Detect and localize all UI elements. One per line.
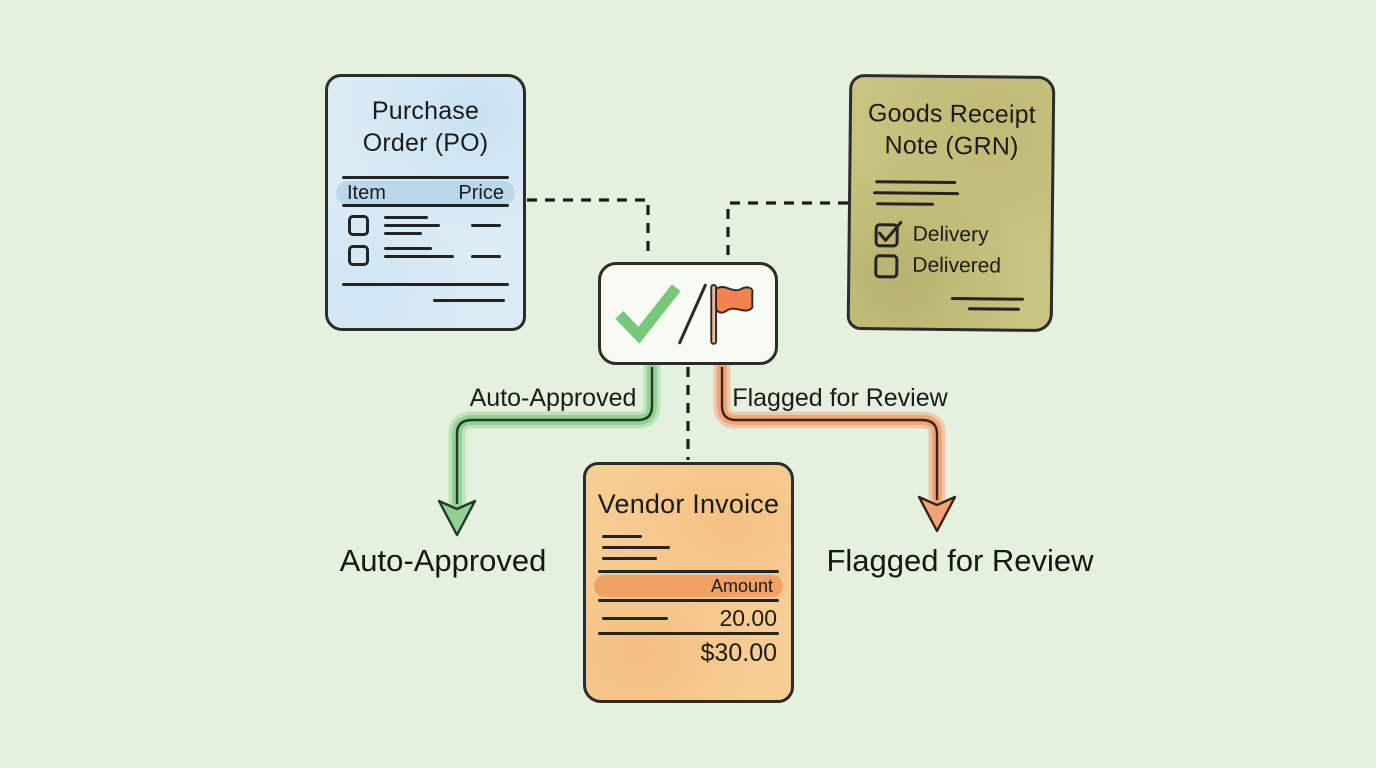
invoice-title: Vendor Invoice (597, 489, 780, 519)
empty-checkbox-icon (874, 254, 899, 279)
flag-icon (709, 283, 754, 345)
divider-line (342, 176, 509, 179)
po-row1-checkbox-icon (348, 215, 369, 236)
decision-box (598, 262, 778, 365)
approved-path-label: Auto-Approved (469, 384, 637, 412)
text-line (384, 224, 440, 227)
check-icon (614, 283, 681, 344)
text-line (602, 557, 657, 560)
text-line (873, 191, 960, 196)
po-to-decision-dashed-line (527, 198, 650, 259)
text-line (384, 255, 454, 258)
signature-line (950, 297, 1025, 301)
grn-to-decision-dashed-line (726, 201, 848, 259)
po-table-header: Item Price (336, 181, 515, 205)
divider-line (598, 570, 779, 573)
flagged-outcome-label: Flagged for Review (826, 543, 1094, 578)
signature-line (967, 307, 1020, 311)
flagged-path-label: Flagged for Review (732, 384, 948, 412)
approved-arrowhead-icon (437, 499, 477, 537)
amount-header-label: Amount (710, 575, 773, 596)
checked-checkbox-icon (874, 220, 903, 248)
invoice-amount-header: Amount (594, 575, 783, 597)
invoice-line-amount: 20.00 (719, 605, 777, 631)
divider-line (598, 632, 779, 635)
goods-receipt-note-card: Goods Receipt Note (GRN) Delivery Delive… (846, 73, 1056, 333)
text-line (384, 232, 422, 235)
price-line (471, 255, 501, 258)
po-row2-checkbox-icon (348, 245, 369, 266)
text-line (384, 216, 428, 219)
item-line (602, 617, 668, 620)
divider-line (342, 204, 509, 207)
text-line (602, 535, 642, 538)
purchase-order-card: Purchase Order (PO) Item Price (325, 74, 526, 331)
po-column-price: Price (458, 181, 504, 204)
divider-line (598, 599, 779, 602)
vendor-invoice-card: Vendor Invoice Amount 20.00 $30.00 (583, 462, 794, 703)
grn-checklist-label: Delivered (912, 253, 1002, 278)
total-line (433, 299, 505, 302)
flagged-arrowhead-icon (917, 495, 957, 533)
invoice-total: $30.00 (700, 639, 777, 667)
divider-line (342, 283, 509, 286)
slash-divider (677, 282, 707, 345)
purchase-order-title: Purchase Order (PO) (362, 97, 489, 157)
text-line (602, 546, 670, 549)
price-line (471, 224, 501, 227)
grn-checklist-label: Delivery (912, 222, 989, 247)
grn-title: Goods Receipt Note (GRN) (867, 99, 1037, 161)
text-line (384, 247, 432, 250)
text-line (875, 202, 935, 206)
text-line (875, 180, 957, 185)
po-column-item: Item (347, 181, 386, 204)
approved-outcome-label: Auto-Approved (339, 543, 547, 578)
